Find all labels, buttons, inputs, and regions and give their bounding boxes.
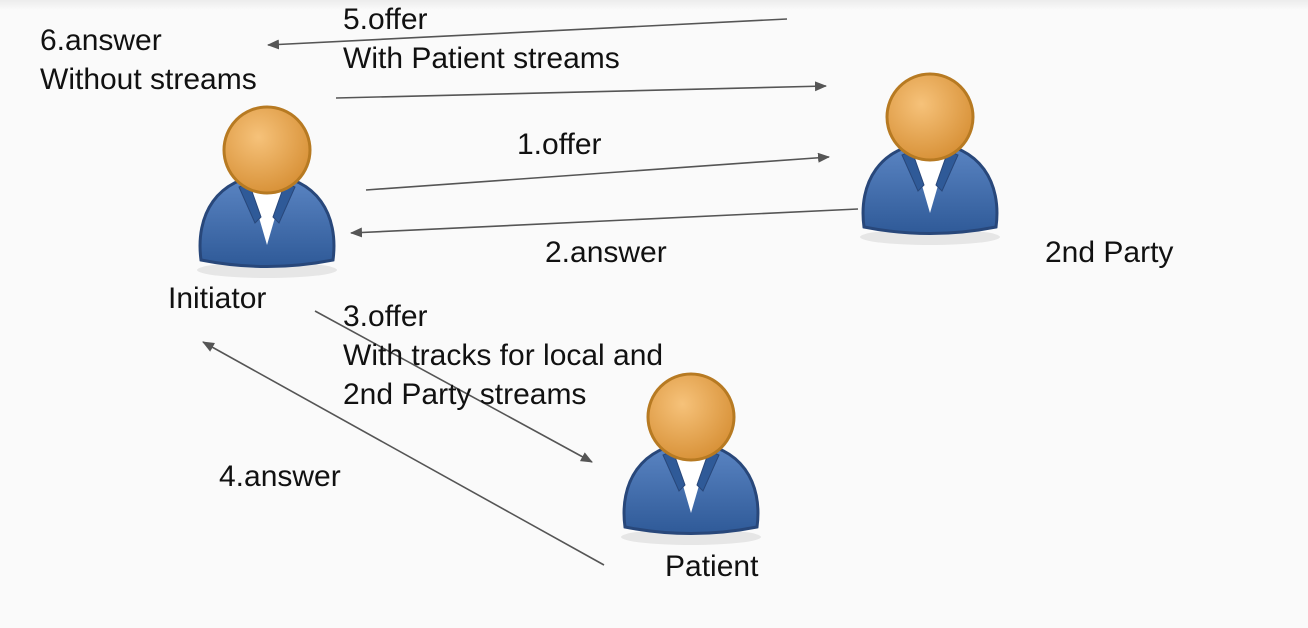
message-3-offer-label: 3.offer With tracks for local and 2nd Pa… <box>343 297 663 414</box>
patient-label: Patient <box>665 550 759 583</box>
message-3-line-3: 2nd Party streams <box>343 378 587 411</box>
arrow-4-answer <box>202 341 605 566</box>
arrow-3-offer <box>314 310 593 463</box>
arrow-1-offer <box>365 152 830 191</box>
message-1-line-1: 1.offer <box>517 128 602 161</box>
arrow-2-answer <box>350 208 859 238</box>
initiator-label: Initiator <box>168 282 267 315</box>
arrow-6-answer <box>335 81 827 99</box>
initiator-person-icon <box>197 105 337 278</box>
message-5-line-1: 5.offer <box>343 3 428 36</box>
message-3-line-2: With tracks for local and <box>343 339 664 372</box>
message-2-answer-label: 2.answer <box>545 233 667 272</box>
patient-person-icon <box>621 372 761 545</box>
second-party-label: 2nd Party <box>1045 236 1174 269</box>
message-2-line-1: 2.answer <box>545 236 667 269</box>
message-6-answer-label: 6.answer Without streams <box>40 21 257 99</box>
message-3-line-1: 3.offer <box>343 300 428 333</box>
message-6-line-1: 6.answer <box>40 24 162 57</box>
arrow-5-offer <box>267 18 788 50</box>
message-4-line-1: 4.answer <box>219 460 341 493</box>
message-5-line-2: With Patient streams <box>343 42 620 75</box>
second-party-person-icon <box>860 72 1000 245</box>
message-1-offer-label: 1.offer <box>517 125 602 164</box>
message-6-line-2: Without streams <box>40 63 257 96</box>
top-shadow-bar <box>0 0 1308 10</box>
message-4-answer-label: 4.answer <box>219 457 341 496</box>
message-5-offer-label: 5.offer With Patient streams <box>343 0 620 78</box>
